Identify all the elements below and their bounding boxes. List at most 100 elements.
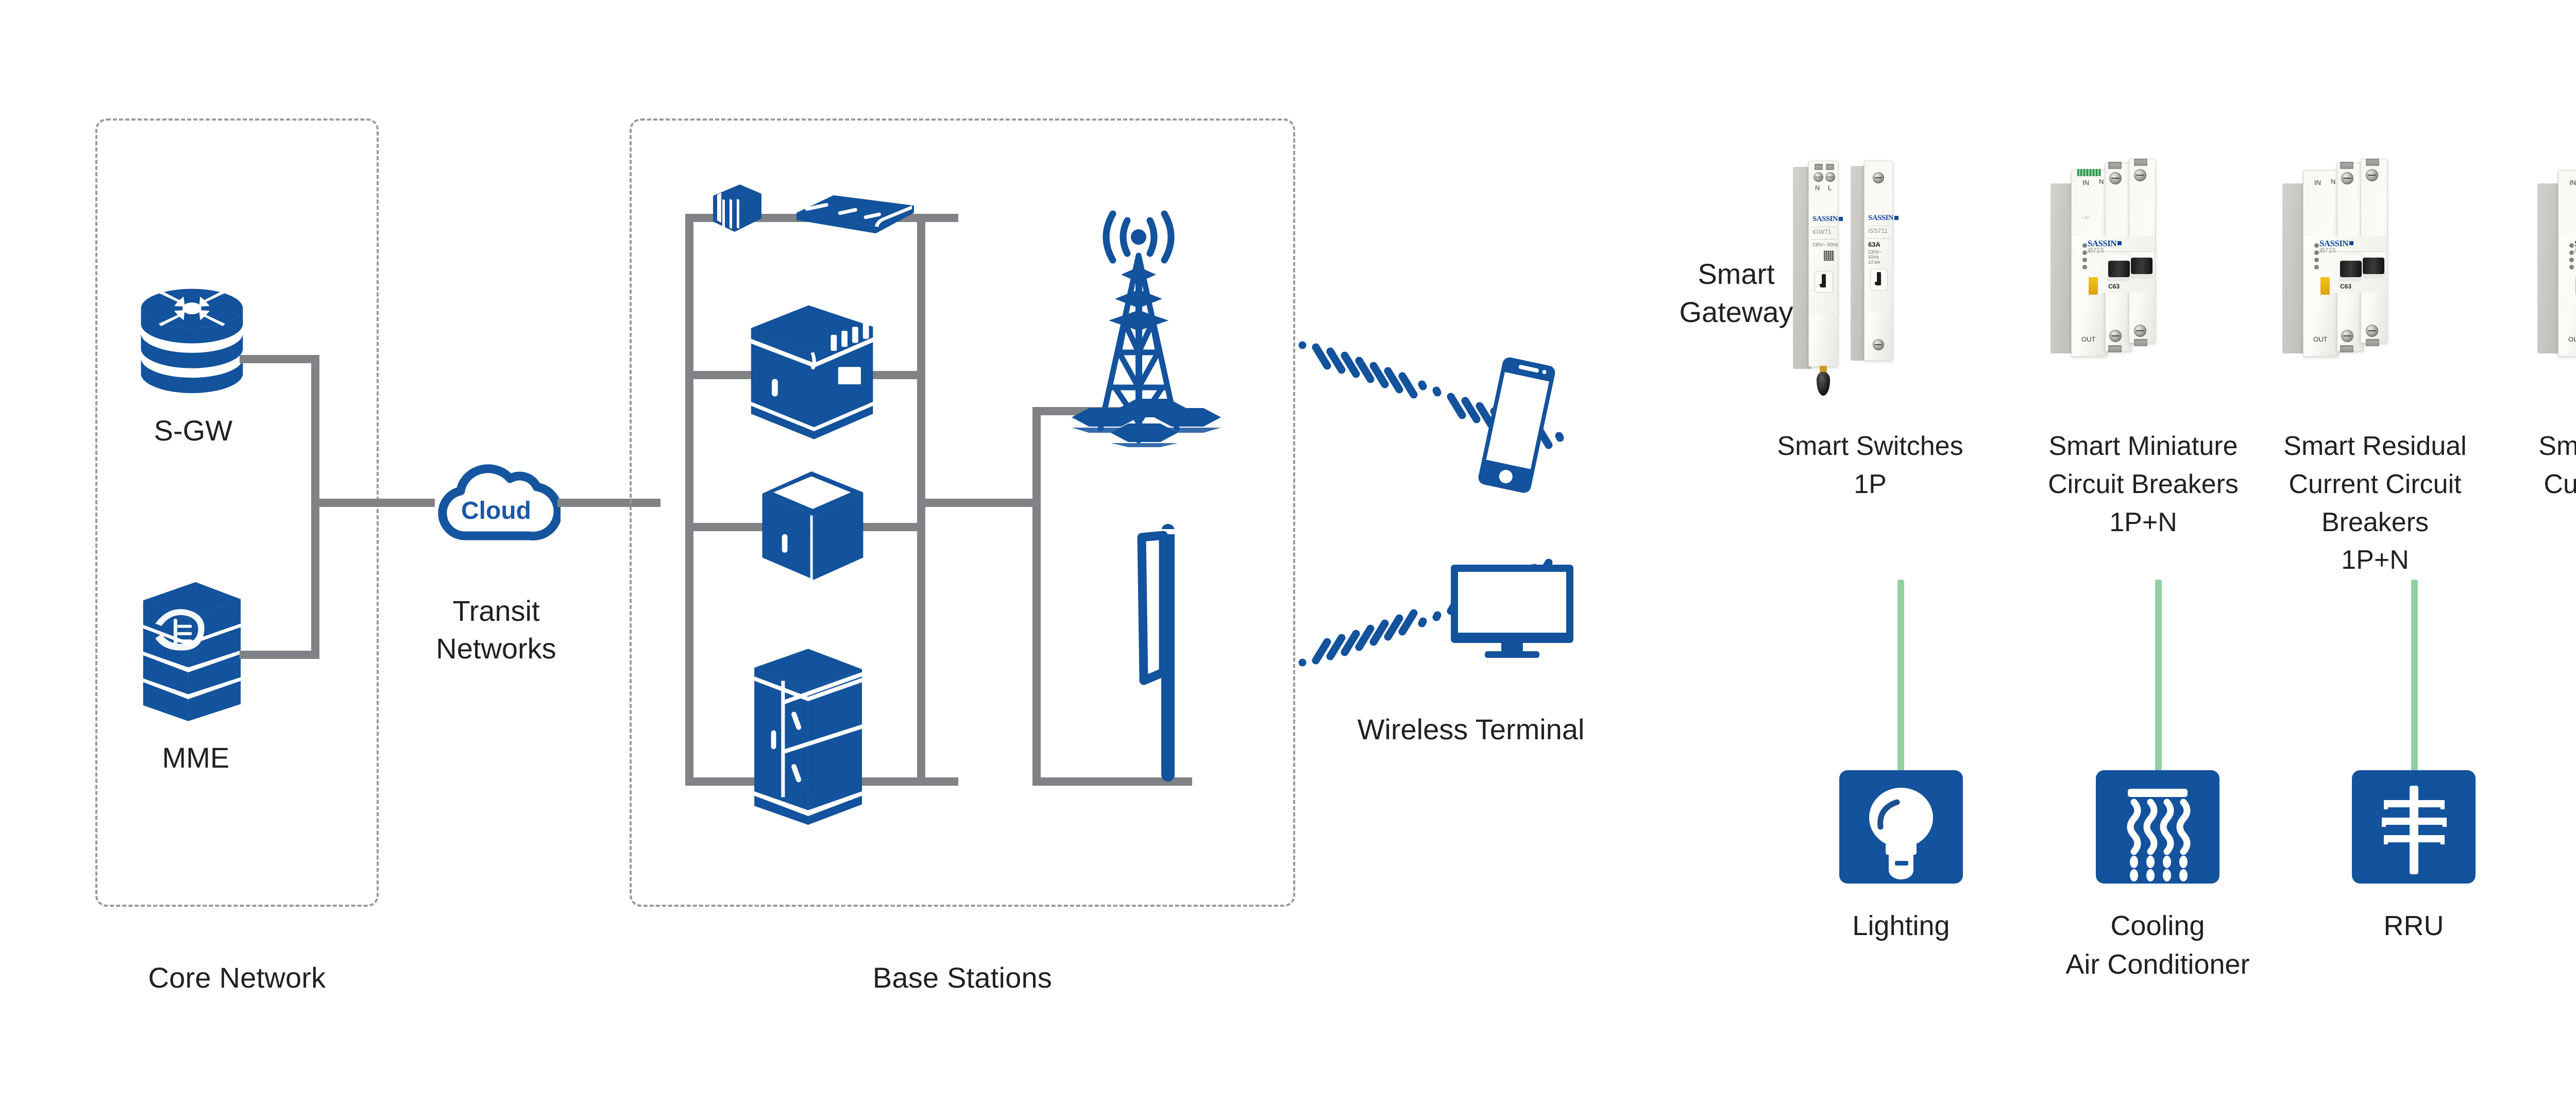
- rccb2-led-1: [2569, 243, 2574, 248]
- caption-line: Smart Residual: [2538, 431, 2576, 461]
- load-caption-cooling: Cooling Air Conditioner: [2044, 907, 2271, 984]
- rail-bs-to-antenna-h: [917, 499, 1041, 507]
- group-box-base-stations: [630, 118, 1295, 907]
- mcb-test-button[interactable]: [2089, 277, 2098, 295]
- mcb-brand: SASSIN: [2088, 239, 2122, 248]
- rccb1-led-1: [2314, 243, 2319, 248]
- module-a-divider-2: [1811, 239, 1837, 240]
- rail-vertical-core: [311, 355, 319, 659]
- mcb-screw-bottom-1: [2109, 330, 2122, 342]
- section-label-core-network: Core Network: [148, 961, 326, 994]
- smart-gateway-label: Smart Gateway: [1649, 255, 1824, 331]
- rccb1-rating: C63: [2340, 283, 2352, 290]
- mcb-terminal-top-1: [2108, 162, 2122, 169]
- rccb2-model: iB71S: [2574, 247, 2576, 254]
- rail-cloud-to-bs: [557, 499, 660, 507]
- rail-sgw-stub: [240, 355, 319, 363]
- caption-line: 1P+N: [2486, 541, 2576, 580]
- rccb2-label-out: OUT: [2568, 335, 2576, 343]
- rccb1-led-2: [2314, 250, 2319, 255]
- module-b-spec-1: 230V~: [1868, 249, 1882, 255]
- caption-line: Breakers: [2486, 504, 2576, 542]
- module-b-model: iSS711: [1868, 227, 1888, 234]
- caption-line: Smart Switches: [1777, 431, 1963, 461]
- module-a-brand: SASSIN: [1812, 215, 1843, 223]
- power-cube-icon: [757, 464, 868, 590]
- rail-bs-mid-stub-3: [855, 523, 925, 531]
- rccb1-label-in: IN: [2314, 179, 2321, 187]
- node-label-mme: MME: [162, 741, 230, 774]
- product-caption-smart-mcb: Smart Miniature Circuit Breakers 1P+N: [1999, 428, 2287, 541]
- caption-line: RRU: [2383, 910, 2444, 941]
- rccb1-divider: [2315, 251, 2383, 252]
- mcb-terminal-top-2: [2134, 159, 2147, 166]
- module-b-side: [1851, 166, 1866, 361]
- product-caption-smart-rccb-2: Smart Residual Current Circuit Breakers …: [2486, 428, 2576, 580]
- rccb2-led-3: [2569, 258, 2574, 262]
- module-b-screw-bottom: [1873, 339, 1884, 350]
- rccb1-test-button[interactable]: [2320, 277, 2330, 295]
- load-wire-cooling: [2155, 580, 2162, 775]
- mcb-led-4: [2082, 265, 2087, 269]
- light-bulb-icon: [1869, 788, 1933, 879]
- node-label-cloud-caption: Transit Networks: [432, 592, 561, 668]
- module-a-label-n: N: [1815, 184, 1820, 192]
- rccb1-screw-top-1: [2341, 172, 2353, 184]
- caption-line: Air Conditioner: [2065, 948, 2250, 980]
- rail-antenna-vertical: [1032, 407, 1041, 786]
- module-b-lever: [1874, 272, 1881, 285]
- caption-line: Current Circuit: [2289, 469, 2462, 499]
- rccb1-terminal-bottom-1: [2340, 345, 2353, 352]
- antenna-icon: [1817, 372, 1830, 396]
- product-photo-smart-rccb-1: IN N SASSIN iB71S C63 OUT: [2282, 155, 2447, 371]
- load-wire-lighting: [1897, 580, 1904, 775]
- mcb-terminal-bottom-2: [2134, 339, 2147, 346]
- module-a-front-panel: [1810, 211, 1838, 314]
- sector-antenna-icon: [1131, 518, 1188, 786]
- caption-line: 1P+N: [2109, 507, 2177, 537]
- mcb-model: iB71S: [2088, 247, 2105, 254]
- rru-pole-icon: [2382, 786, 2447, 874]
- cloud-icon: Cloud: [432, 461, 563, 541]
- mcb-screw-top-2: [2134, 169, 2146, 181]
- load-caption-rru: RRU: [2336, 907, 2491, 945]
- mcb-screw-bottom-2: [2134, 325, 2146, 337]
- caption-line: Breakers: [2321, 507, 2429, 537]
- mme-server-icon: [137, 576, 247, 725]
- cloud-caption-line2: Networks: [436, 632, 556, 665]
- rccb1-toggle-2[interactable]: [2363, 258, 2384, 274]
- rccb1-terminal-top-2: [2366, 159, 2379, 166]
- caption-line: Smart Miniature: [2048, 431, 2238, 461]
- cell-tower-icon: [1051, 206, 1226, 448]
- rccb1-toggle-1[interactable]: [2340, 261, 2362, 277]
- switch-stack-icon: [709, 180, 766, 237]
- caption-line: Current Circuit: [2544, 469, 2576, 499]
- load-caption-lighting: Lighting: [1824, 907, 1978, 945]
- cabinet-tall-icon: [747, 643, 871, 828]
- mcb-led-2: [2082, 250, 2087, 255]
- mcb-label-out: OUT: [2081, 335, 2096, 343]
- mcb-rating: C63: [2108, 283, 2120, 290]
- mcb-led-3: [2082, 258, 2087, 262]
- mcb-label-n: N: [2099, 178, 2104, 185]
- rail-bs-mid-stub-4: [855, 777, 925, 786]
- module-b-brand: SASSIN: [1868, 214, 1899, 222]
- module-b-spec-2: 50Hz: [1868, 255, 1879, 260]
- section-label-base-stations: Base Stations: [872, 961, 1053, 994]
- mcb-screw-top-1: [2109, 172, 2122, 184]
- rccb2-led-2: [2569, 250, 2574, 255]
- rccb2-led-4: [2569, 265, 2574, 269]
- module-b-screw-top: [1873, 172, 1884, 183]
- cloud-caption-line1: Transit: [452, 595, 540, 627]
- router-flat-icon: [793, 188, 917, 237]
- svg-text:Cloud: Cloud: [461, 497, 531, 524]
- module-a-model: iGW71: [1812, 228, 1832, 235]
- product-photo-smart-rccb-2: IN N SASSIN iB71S C63 OUT: [2537, 155, 2576, 371]
- router-stack-icon: [131, 282, 252, 401]
- product-photo-smart-mcb: IN N ⌐|⌐ SASSIN iB71S C63 OUT: [2050, 155, 2215, 371]
- module-b-divider-2: [1867, 238, 1891, 239]
- caption-line: 1P: [1854, 469, 1887, 499]
- module-a-screw-n: [1814, 172, 1823, 182]
- smart-gateway-label-line1: Smart: [1698, 258, 1775, 290]
